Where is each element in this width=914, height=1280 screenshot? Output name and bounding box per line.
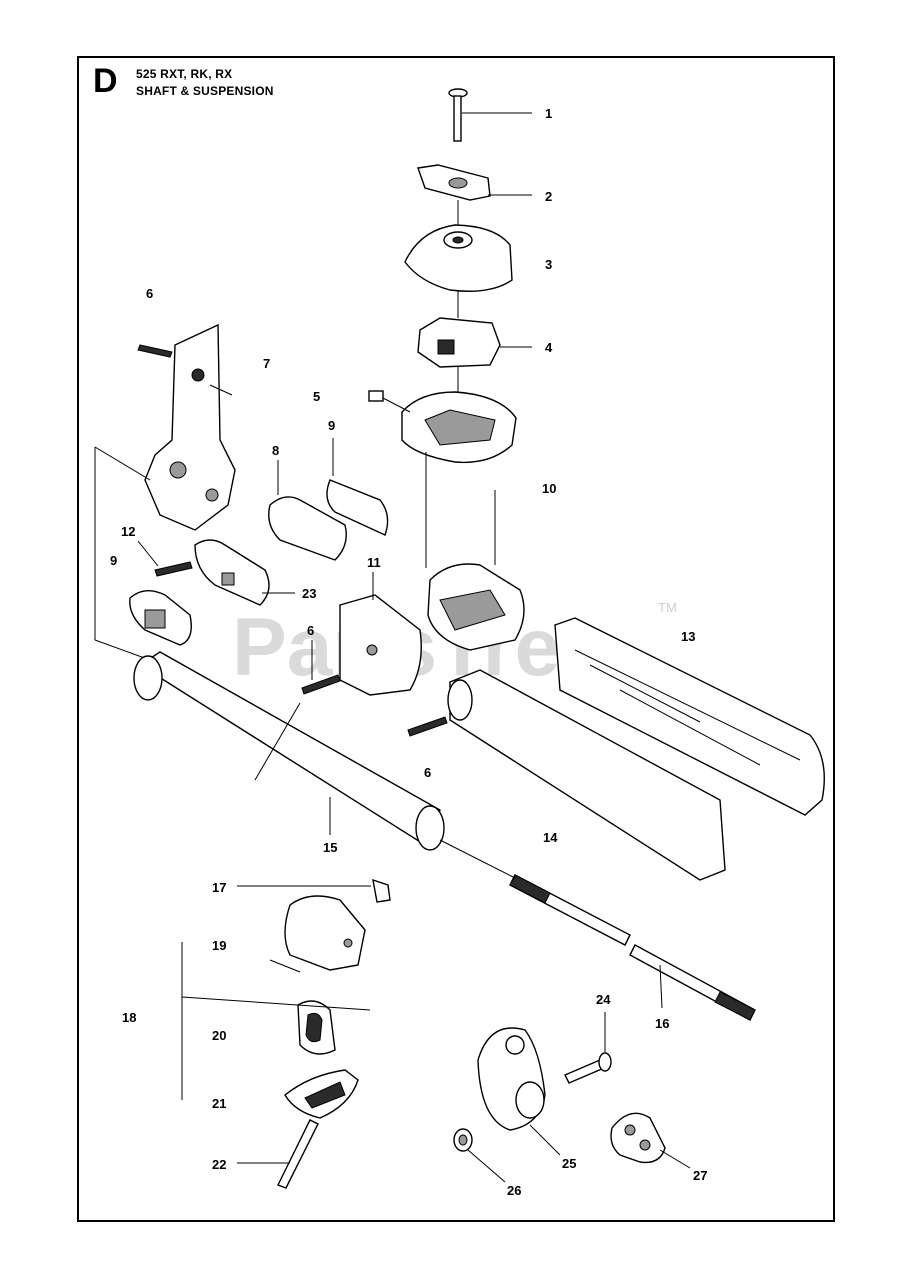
part-23-sleeve (194, 539, 295, 606)
callout-15: 15 (323, 840, 337, 855)
part-24-bolt (564, 1012, 612, 1084)
section-letter: D (93, 62, 118, 100)
part-5-holder (368, 367, 517, 464)
callout-23: 23 (302, 586, 316, 601)
callout-18: 18 (122, 1010, 136, 1025)
part-6-screw-left (301, 640, 341, 695)
callout-12: 12 (121, 524, 135, 539)
part-14-shaft-tube (447, 669, 726, 881)
callout-6-lower: 6 (424, 765, 431, 780)
model-line: 525 RXT, RK, RX (136, 67, 233, 81)
watermark-trademark: TM (658, 600, 677, 615)
part-10-clamp-housing (425, 452, 525, 651)
part-11-clamp-half (339, 572, 422, 696)
part-9-clip-top (326, 438, 389, 536)
part-1-bolt (448, 88, 532, 142)
callout-27: 27 (693, 1168, 707, 1183)
part-21-trigger (284, 1069, 359, 1119)
callout-4: 4 (545, 340, 553, 355)
part-3-cover (404, 200, 513, 318)
callout-26: 26 (507, 1183, 521, 1198)
callout-25: 25 (562, 1156, 576, 1171)
part-13-shaft-cover (554, 617, 825, 816)
callout-11: 11 (367, 555, 381, 570)
callout-22: 22 (212, 1157, 226, 1172)
part-26-nut (453, 1128, 506, 1183)
part-12-screw (137, 540, 193, 577)
callout-6-top: 6 (146, 286, 153, 301)
callout-5: 5 (313, 389, 320, 404)
part-4-damper (417, 317, 532, 368)
diagram-frame (77, 56, 835, 1222)
callout-10: 10 (542, 481, 556, 496)
callout-9-top: 9 (328, 418, 335, 433)
callout-21: 21 (212, 1096, 226, 1111)
callout-2: 2 (545, 189, 552, 204)
callout-9-bottom: 9 (110, 553, 117, 568)
part-20-ring (297, 1000, 336, 1055)
part-16-drive-shaft (439, 839, 756, 1021)
callout-7: 7 (263, 356, 270, 371)
diagram-title: SHAFT & SUSPENSION (136, 84, 274, 98)
part-2-clamp (417, 164, 532, 201)
callout-13: 13 (681, 629, 695, 644)
part-15-tube (133, 651, 445, 851)
assembly-bracket-line (94, 639, 151, 661)
part-6-screw-right (407, 716, 448, 737)
callout-16: 16 (655, 1016, 669, 1031)
part-19-housing (269, 895, 366, 973)
part-9-clip-bottom (129, 590, 192, 646)
callout-19: 19 (212, 938, 226, 953)
part-17-cap (237, 878, 391, 903)
callout-14: 14 (543, 830, 558, 845)
callout-8: 8 (272, 443, 279, 458)
part-18-group-bracket (181, 942, 371, 1100)
callout-6-middle: 6 (307, 623, 314, 638)
part-8-bracket (268, 460, 347, 561)
part-27-damper (610, 1112, 691, 1169)
callout-17: 17 (212, 880, 226, 895)
part-22-pin (237, 1119, 319, 1189)
part-7-harness-plate (137, 323, 236, 531)
callout-1: 1 (545, 106, 552, 121)
callout-20: 20 (212, 1028, 226, 1043)
part-25-hanger (477, 1027, 561, 1156)
callout-24: 24 (596, 992, 611, 1007)
assembly-bracket-line (94, 446, 151, 481)
callout-3: 3 (545, 257, 552, 272)
